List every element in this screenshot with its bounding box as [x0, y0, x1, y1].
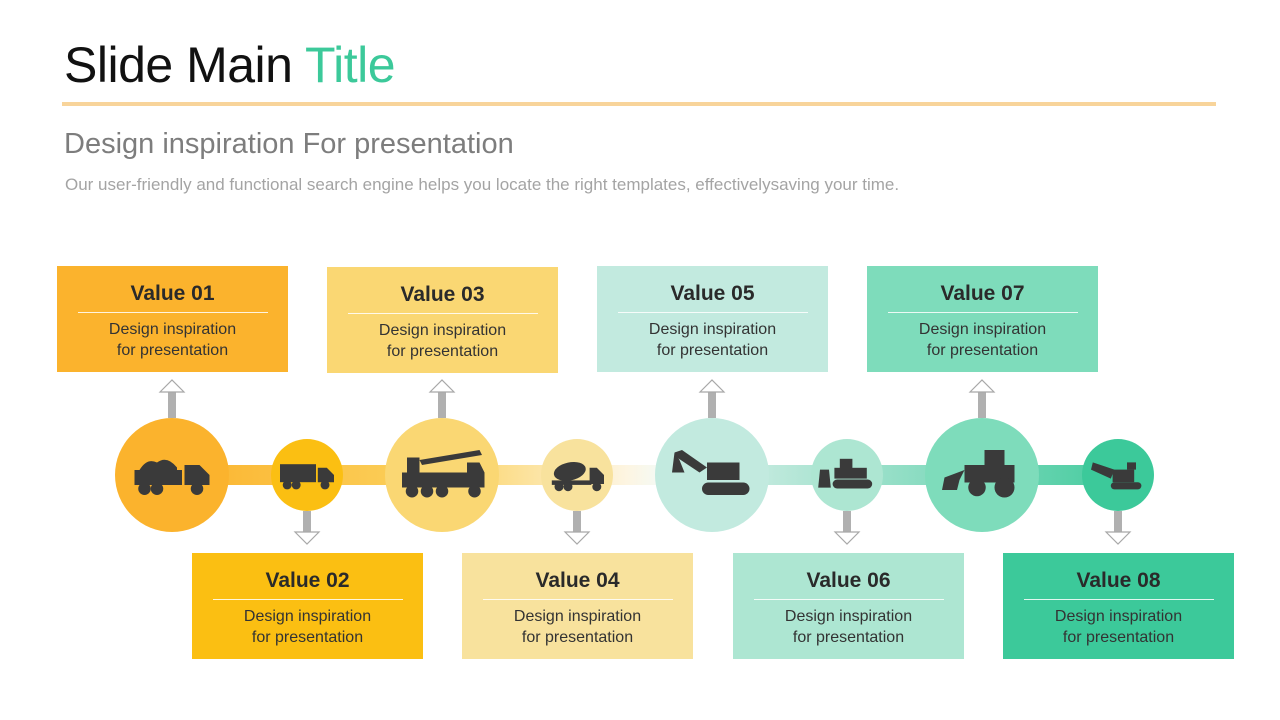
value-description: Design inspiration for presentation [1054, 608, 1183, 646]
value-title: Value 07 [940, 282, 1025, 305]
description: Our user-friendly and functional search … [65, 175, 900, 194]
arrow-down-icon [293, 511, 321, 545]
card-divider [347, 313, 538, 314]
value-description: Design inspiration for presentation [378, 322, 507, 360]
card-divider [482, 599, 673, 600]
cargo-truck-icon [280, 464, 334, 490]
card-divider [1023, 599, 1214, 600]
value-card-4: Value 04 Design inspiration for presentat… [462, 553, 693, 659]
wood-chipper-icon [1091, 462, 1142, 490]
card-divider [887, 312, 1078, 313]
title-accent: Title [304, 37, 396, 93]
concrete-mixer-icon [551, 461, 604, 492]
crane-truck-icon [402, 450, 485, 498]
loader-tractor-icon [942, 450, 1015, 498]
card-divider [77, 312, 268, 313]
value-title: Value 03 [400, 283, 485, 306]
card-divider [212, 599, 403, 600]
arrow-down-icon [563, 511, 591, 545]
value-description: Design inspiration for presentation [513, 608, 642, 646]
value-description: Design inspiration for presentation [648, 321, 777, 359]
dump-truck-icon [134, 459, 210, 495]
value-card-8: Value 08 Design inspiration for presentat… [1003, 553, 1234, 659]
value-title: Value 08 [1076, 569, 1161, 592]
value-title: Value 06 [806, 569, 891, 592]
title-main: Slide Main [64, 37, 305, 93]
value-card-6: Value 06 Design inspiration for presentat… [733, 553, 964, 659]
value-description: Design inspiration for presentation [243, 608, 372, 646]
value-description: Design inspiration for presentation [108, 321, 237, 359]
arrow-up-icon [968, 379, 996, 418]
value-card-5: Value 05 Design inspiration for presentat… [597, 266, 828, 372]
value-description: Design inspiration for presentation [918, 321, 1047, 359]
card-divider [753, 599, 944, 600]
value-card-1: Value 01 Design inspiration for presentat… [57, 266, 288, 372]
value-title: Value 02 [265, 569, 350, 592]
arrow-up-icon [428, 379, 456, 418]
arrow-down-icon [1104, 511, 1132, 545]
bulldozer-icon [818, 458, 873, 489]
value-card-2: Value 02 Design inspiration for presentat… [192, 553, 423, 659]
excavator-icon [672, 450, 750, 495]
card-divider [617, 312, 808, 313]
subtitle: Design inspiration For presentation [64, 128, 514, 160]
value-title: Value 01 [130, 282, 215, 305]
value-title: Value 05 [670, 282, 755, 305]
value-card-7: Value 07 Design inspiration for presentat… [867, 266, 1098, 372]
arrow-down-icon [833, 511, 861, 545]
value-card-3: Value 03 Design inspiration for presentat… [327, 267, 558, 373]
title-divider [62, 102, 1216, 106]
arrow-up-icon [158, 379, 186, 418]
value-title: Value 04 [535, 569, 620, 592]
value-description: Design inspiration for presentation [784, 608, 913, 646]
slide-title: Slide Main Title [64, 36, 396, 94]
arrow-up-icon [698, 379, 726, 418]
